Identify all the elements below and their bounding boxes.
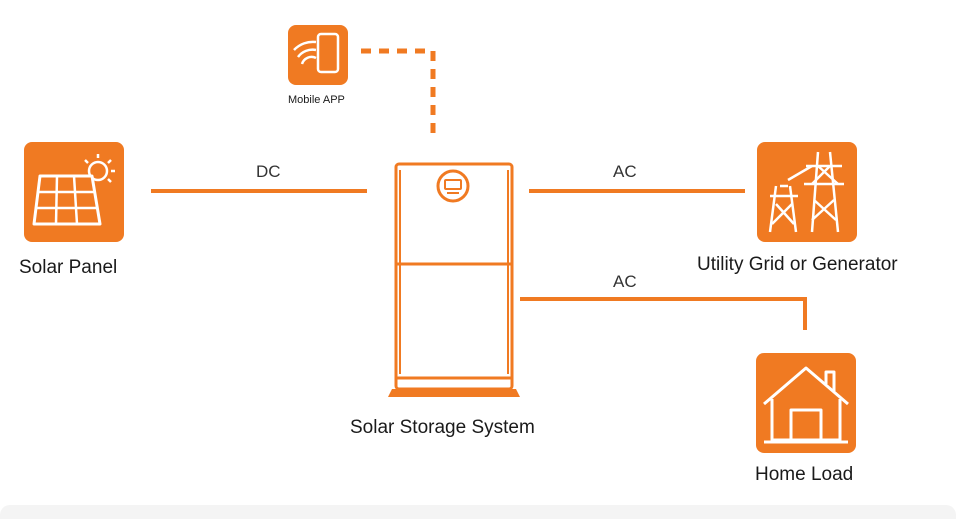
power-tower-icon: [757, 142, 857, 242]
solar-panel-sun-icon: [24, 142, 124, 242]
storage-label: Solar Storage System: [350, 417, 535, 438]
dc-link-label: DC: [256, 162, 281, 181]
ac-home-connector-line: [520, 297, 807, 330]
house-icon: [756, 353, 856, 453]
solar-panel-label: Solar Panel: [19, 257, 118, 278]
grid-label: Utility Grid or Generator: [697, 254, 898, 275]
ac-home-link-label: AC: [613, 272, 637, 291]
battery-cabinet-icon: [388, 162, 520, 397]
home-label: Home Load: [755, 464, 854, 485]
smartphone-wifi-icon: [288, 25, 348, 85]
bottom-edge-strip: [0, 505, 956, 519]
app-dashed-connector: [361, 48, 436, 140]
ac-grid-link-label: AC: [613, 162, 637, 181]
mobile-app-label: Mobile APP: [288, 94, 345, 106]
